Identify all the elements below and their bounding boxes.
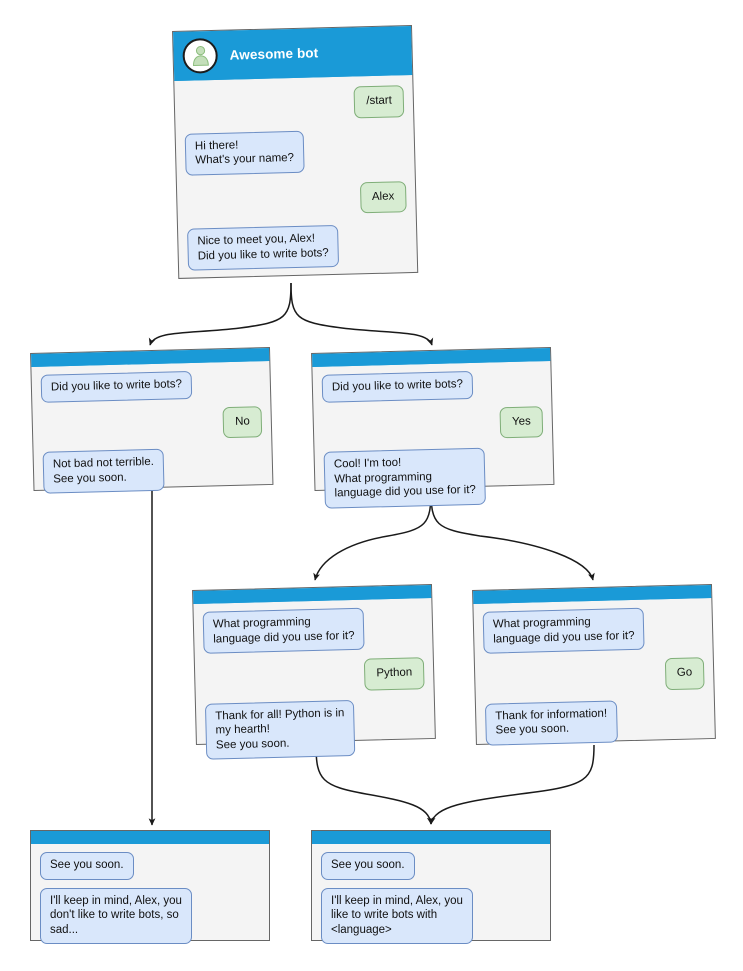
bot-message-bubble: Hi there! What's your name?	[184, 130, 305, 176]
bot-message-bubble: Thank for all! Python is in my hearth! S…	[204, 699, 356, 760]
bot-message-bubble: See you soon.	[40, 852, 134, 880]
bot-message-bubble: Thank for information! See you soon.	[484, 699, 618, 746]
person-avatar-icon	[182, 37, 219, 74]
user-message-bubble: Go	[664, 657, 705, 690]
node-yes-branch[interactable]: Did you like to write bots? Yes Cool! I'…	[311, 346, 555, 509]
bot-message-bubble: See you soon.	[321, 852, 415, 880]
message-row: What programming language did you use fo…	[482, 606, 704, 654]
message-row: Alex	[186, 180, 407, 218]
node-end-happy[interactable]: See you soon. I'll keep in mind, Alex, y…	[311, 830, 551, 944]
bot-name-label: Awesome bot	[229, 44, 319, 63]
node-no-branch[interactable]: Did you like to write bots? No Not bad n…	[30, 346, 274, 494]
bot-message-bubble: Did you like to write bots?	[321, 370, 474, 403]
chat-transcript-python: What programming language did you use fo…	[193, 598, 435, 770]
node-python-branch[interactable]: What programming language did you use fo…	[192, 583, 436, 760]
chat-transcript-end-sad: See you soon. I'll keep in mind, Alex, y…	[31, 844, 269, 954]
bot-message-bubble: What programming language did you use fo…	[202, 607, 365, 654]
message-row: See you soon.	[40, 852, 260, 880]
bot-header-bar: Awesome bot	[173, 25, 413, 81]
node-end-sad[interactable]: See you soon. I'll keep in mind, Alex, y…	[30, 830, 270, 944]
message-row: What programming language did you use fo…	[202, 606, 424, 654]
message-row: Did you like to write bots?	[40, 369, 262, 403]
message-row: I'll keep in mind, Alex, you don't like …	[40, 887, 260, 944]
node-header-bar	[312, 831, 550, 844]
bot-message-bubble: Not bad not terrible. See you soon.	[42, 448, 165, 494]
user-message-bubble: Python	[364, 657, 425, 691]
node-header-bar	[31, 831, 269, 844]
message-row: Thank for all! Python is in my hearth! S…	[204, 698, 426, 760]
message-row: Nice to meet you, Alex! Did you like to …	[187, 223, 408, 271]
message-row: Go	[484, 657, 705, 694]
message-row: Thank for information! See you soon.	[484, 698, 706, 746]
message-row: I'll keep in mind, Alex, you like to wri…	[321, 887, 541, 944]
chat-transcript-go: What programming language did you use fo…	[473, 598, 715, 755]
user-message-bubble: Yes	[499, 405, 544, 439]
bot-message-bubble: What programming language did you use fo…	[482, 607, 645, 654]
user-message-bubble: No	[222, 405, 263, 439]
node-go-branch[interactable]: What programming language did you use fo…	[472, 583, 716, 746]
message-row: Cool! I'm too! What programming language…	[323, 446, 545, 509]
message-row: Did you like to write bots?	[321, 369, 543, 403]
message-row: Python	[204, 657, 425, 694]
user-message-bubble: Alex	[359, 180, 407, 214]
chat-transcript-yes: Did you like to write bots? Yes Cool! I'…	[312, 361, 554, 518]
bot-message-bubble: I'll keep in mind, Alex, you don't like …	[40, 887, 192, 944]
bot-message-bubble: Nice to meet you, Alex! Did you like to …	[187, 224, 340, 271]
edge-go-to-end-happy	[428, 744, 595, 825]
message-row: Hi there! What's your name?	[184, 128, 406, 176]
chat-transcript-root: /start Hi there! What's your name? Alex …	[174, 75, 417, 281]
edge-root-to-yes	[290, 282, 434, 346]
bot-message-bubble: I'll keep in mind, Alex, you like to wri…	[321, 887, 473, 944]
bot-message-bubble: Did you like to write bots?	[40, 370, 193, 403]
user-message-bubble: /start	[353, 85, 405, 118]
message-row: See you soon.	[321, 852, 541, 880]
message-row: /start	[184, 85, 405, 122]
chat-transcript-no: Did you like to write bots? No Not bad n…	[31, 361, 272, 504]
message-row: Yes	[323, 405, 544, 443]
node-root[interactable]: Awesome bot /start Hi there! What's your…	[172, 24, 419, 281]
bot-message-bubble: Cool! I'm too! What programming language…	[323, 447, 487, 509]
message-row: No	[42, 405, 263, 443]
message-row: Not bad not terrible. See you soon.	[42, 446, 264, 494]
chat-transcript-end-happy: See you soon. I'll keep in mind, Alex, y…	[312, 844, 550, 954]
edge-root-to-no	[148, 282, 292, 346]
